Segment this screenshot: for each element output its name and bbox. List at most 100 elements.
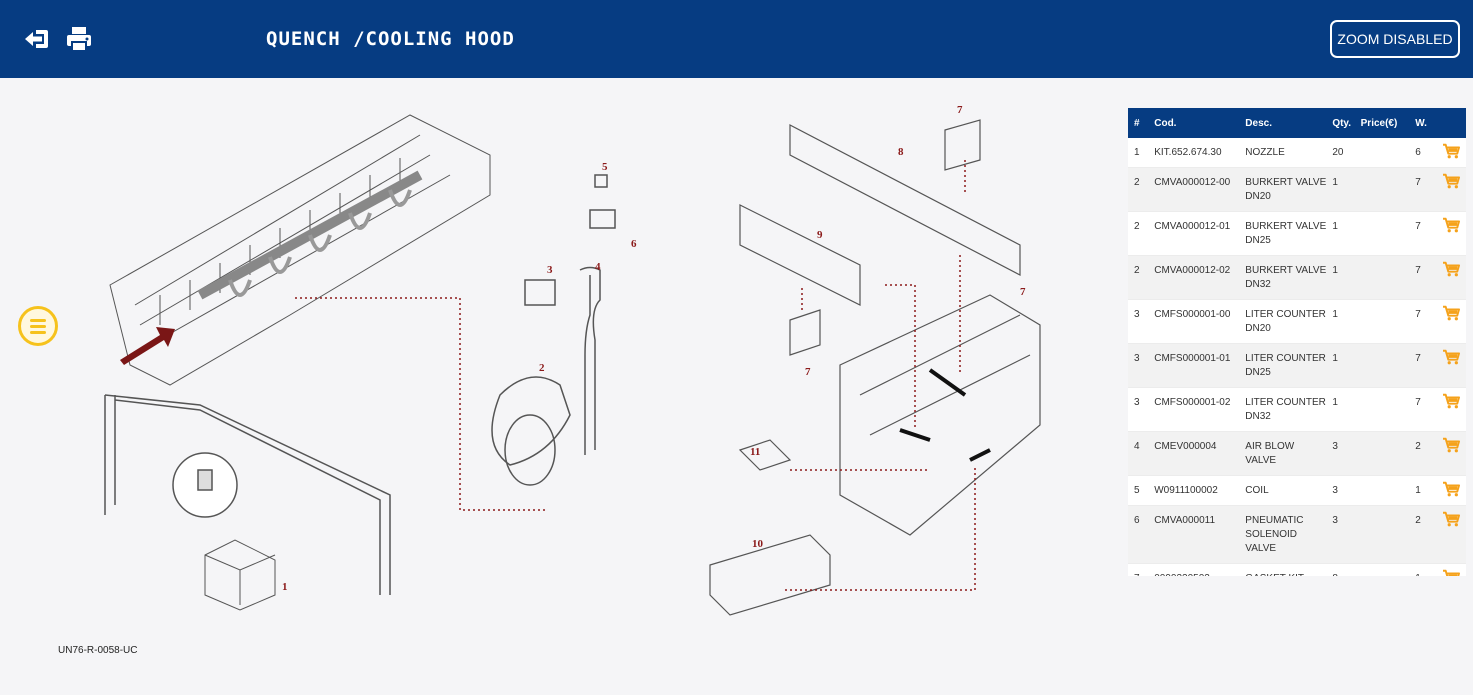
column-header: Desc. (1245, 117, 1272, 129)
add-to-cart-button[interactable] (1435, 299, 1466, 344)
callout-number: 7 (805, 366, 811, 378)
add-to-cart-button[interactable] (1435, 563, 1466, 576)
price (1354, 475, 1410, 506)
part-code: W0911100002 (1148, 475, 1240, 506)
weight: 7 (1409, 167, 1436, 212)
exit-arrow-icon (25, 30, 48, 48)
part-description: NOZZLE (1239, 138, 1327, 168)
add-to-cart-button[interactable] (1435, 255, 1466, 300)
drawing-code: UN76-R-0058-UC (58, 645, 138, 656)
weight: 2 (1409, 505, 1436, 564)
row-number: 2 (1128, 255, 1149, 300)
price (1354, 299, 1410, 344)
shopping-cart-icon (1442, 481, 1460, 497)
add-to-cart-button[interactable] (1435, 475, 1466, 506)
price (1354, 167, 1410, 212)
callout-number: 4 (595, 261, 601, 273)
price (1354, 211, 1410, 256)
printer-icon (67, 27, 91, 52)
price (1354, 138, 1410, 168)
quantity: 20 (1326, 138, 1355, 168)
part-code: CMFS000001-01 (1148, 343, 1240, 388)
exit-button[interactable] (22, 24, 52, 54)
part-code: 0090320502 (1148, 563, 1240, 576)
part-description: BURKERT VALVE DN20 (1239, 167, 1327, 212)
part-code: KIT.652.674.30 (1148, 138, 1240, 168)
quantity: 3 (1326, 505, 1355, 564)
quantity: 8 (1326, 563, 1355, 576)
weight: 7 (1409, 343, 1436, 388)
shopping-cart-icon (1442, 437, 1460, 453)
top-bar: QUENCH /COOLING HOOD ZOOM DISABLED (0, 0, 1473, 78)
part-code: CMFS000001-02 (1148, 387, 1240, 432)
part-code: CMVA000011 (1148, 505, 1240, 564)
quantity: 1 (1326, 255, 1355, 300)
add-to-cart-button[interactable] (1435, 167, 1466, 212)
shopping-cart-icon (1442, 217, 1460, 233)
part-code: CMFS000001-00 (1148, 299, 1240, 344)
page-title: QUENCH /COOLING HOOD (266, 28, 515, 50)
part-code: CMVA000012-01 (1148, 211, 1240, 256)
quantity: 1 (1326, 387, 1355, 432)
weight: 1 (1409, 475, 1436, 506)
shopping-cart-icon (1442, 393, 1460, 409)
column-header: # (1134, 117, 1140, 129)
column-header: Cod. (1154, 117, 1177, 129)
price (1354, 387, 1410, 432)
column-header: Price(€) (1360, 117, 1398, 129)
add-to-cart-button[interactable] (1435, 343, 1466, 388)
add-to-cart-button[interactable] (1435, 211, 1466, 256)
add-to-cart-button[interactable] (1435, 138, 1466, 168)
row-number: 3 (1128, 387, 1149, 432)
shopping-cart-icon (1442, 261, 1460, 277)
callout-number: 3 (547, 264, 553, 276)
callout-number: 8 (898, 146, 904, 158)
quantity: 1 (1326, 299, 1355, 344)
row-number: 4 (1128, 431, 1149, 476)
callout-number: 11 (750, 446, 760, 458)
column-header: Qty. (1332, 117, 1352, 129)
add-to-cart-button[interactable] (1435, 387, 1466, 432)
callout-number: 2 (539, 362, 545, 374)
zoom-toggle-button[interactable]: ZOOM DISABLED (1330, 20, 1460, 58)
row-number: 5 (1128, 475, 1149, 506)
weight: 6 (1409, 138, 1436, 168)
row-number: 2 (1128, 167, 1149, 212)
quantity: 1 (1326, 211, 1355, 256)
weight: 7 (1409, 387, 1436, 432)
callout-number: 7 (957, 104, 963, 116)
shopping-cart-icon (1442, 349, 1460, 365)
part-description: LITER COUNTER DN25 (1239, 343, 1327, 388)
part-code: CMVA000012-00 (1148, 167, 1240, 212)
row-number: 7 (1128, 563, 1149, 576)
part-description: BURKERT VALVE DN25 (1239, 211, 1327, 256)
shopping-cart-icon (1442, 511, 1460, 527)
row-number: 3 (1128, 343, 1149, 388)
weight: 2 (1409, 431, 1436, 476)
weight: 7 (1409, 255, 1436, 300)
shopping-cart-icon (1442, 569, 1460, 576)
price (1354, 255, 1410, 300)
menu-button[interactable] (18, 306, 58, 346)
add-to-cart-button[interactable] (1435, 431, 1466, 476)
part-description: GASKET KIT (1239, 563, 1327, 576)
table-row: 70090320502GASKET KIT8 1 (1128, 563, 1466, 576)
add-to-cart-button[interactable] (1435, 505, 1466, 564)
column-header-cart (1436, 108, 1466, 138)
quantity: 3 (1326, 431, 1355, 476)
callout-number: 5 (602, 161, 608, 173)
callout-number: 1 (282, 581, 288, 593)
row-number: 6 (1128, 505, 1149, 564)
weight: 1 (1409, 563, 1436, 576)
print-button[interactable] (64, 24, 94, 54)
